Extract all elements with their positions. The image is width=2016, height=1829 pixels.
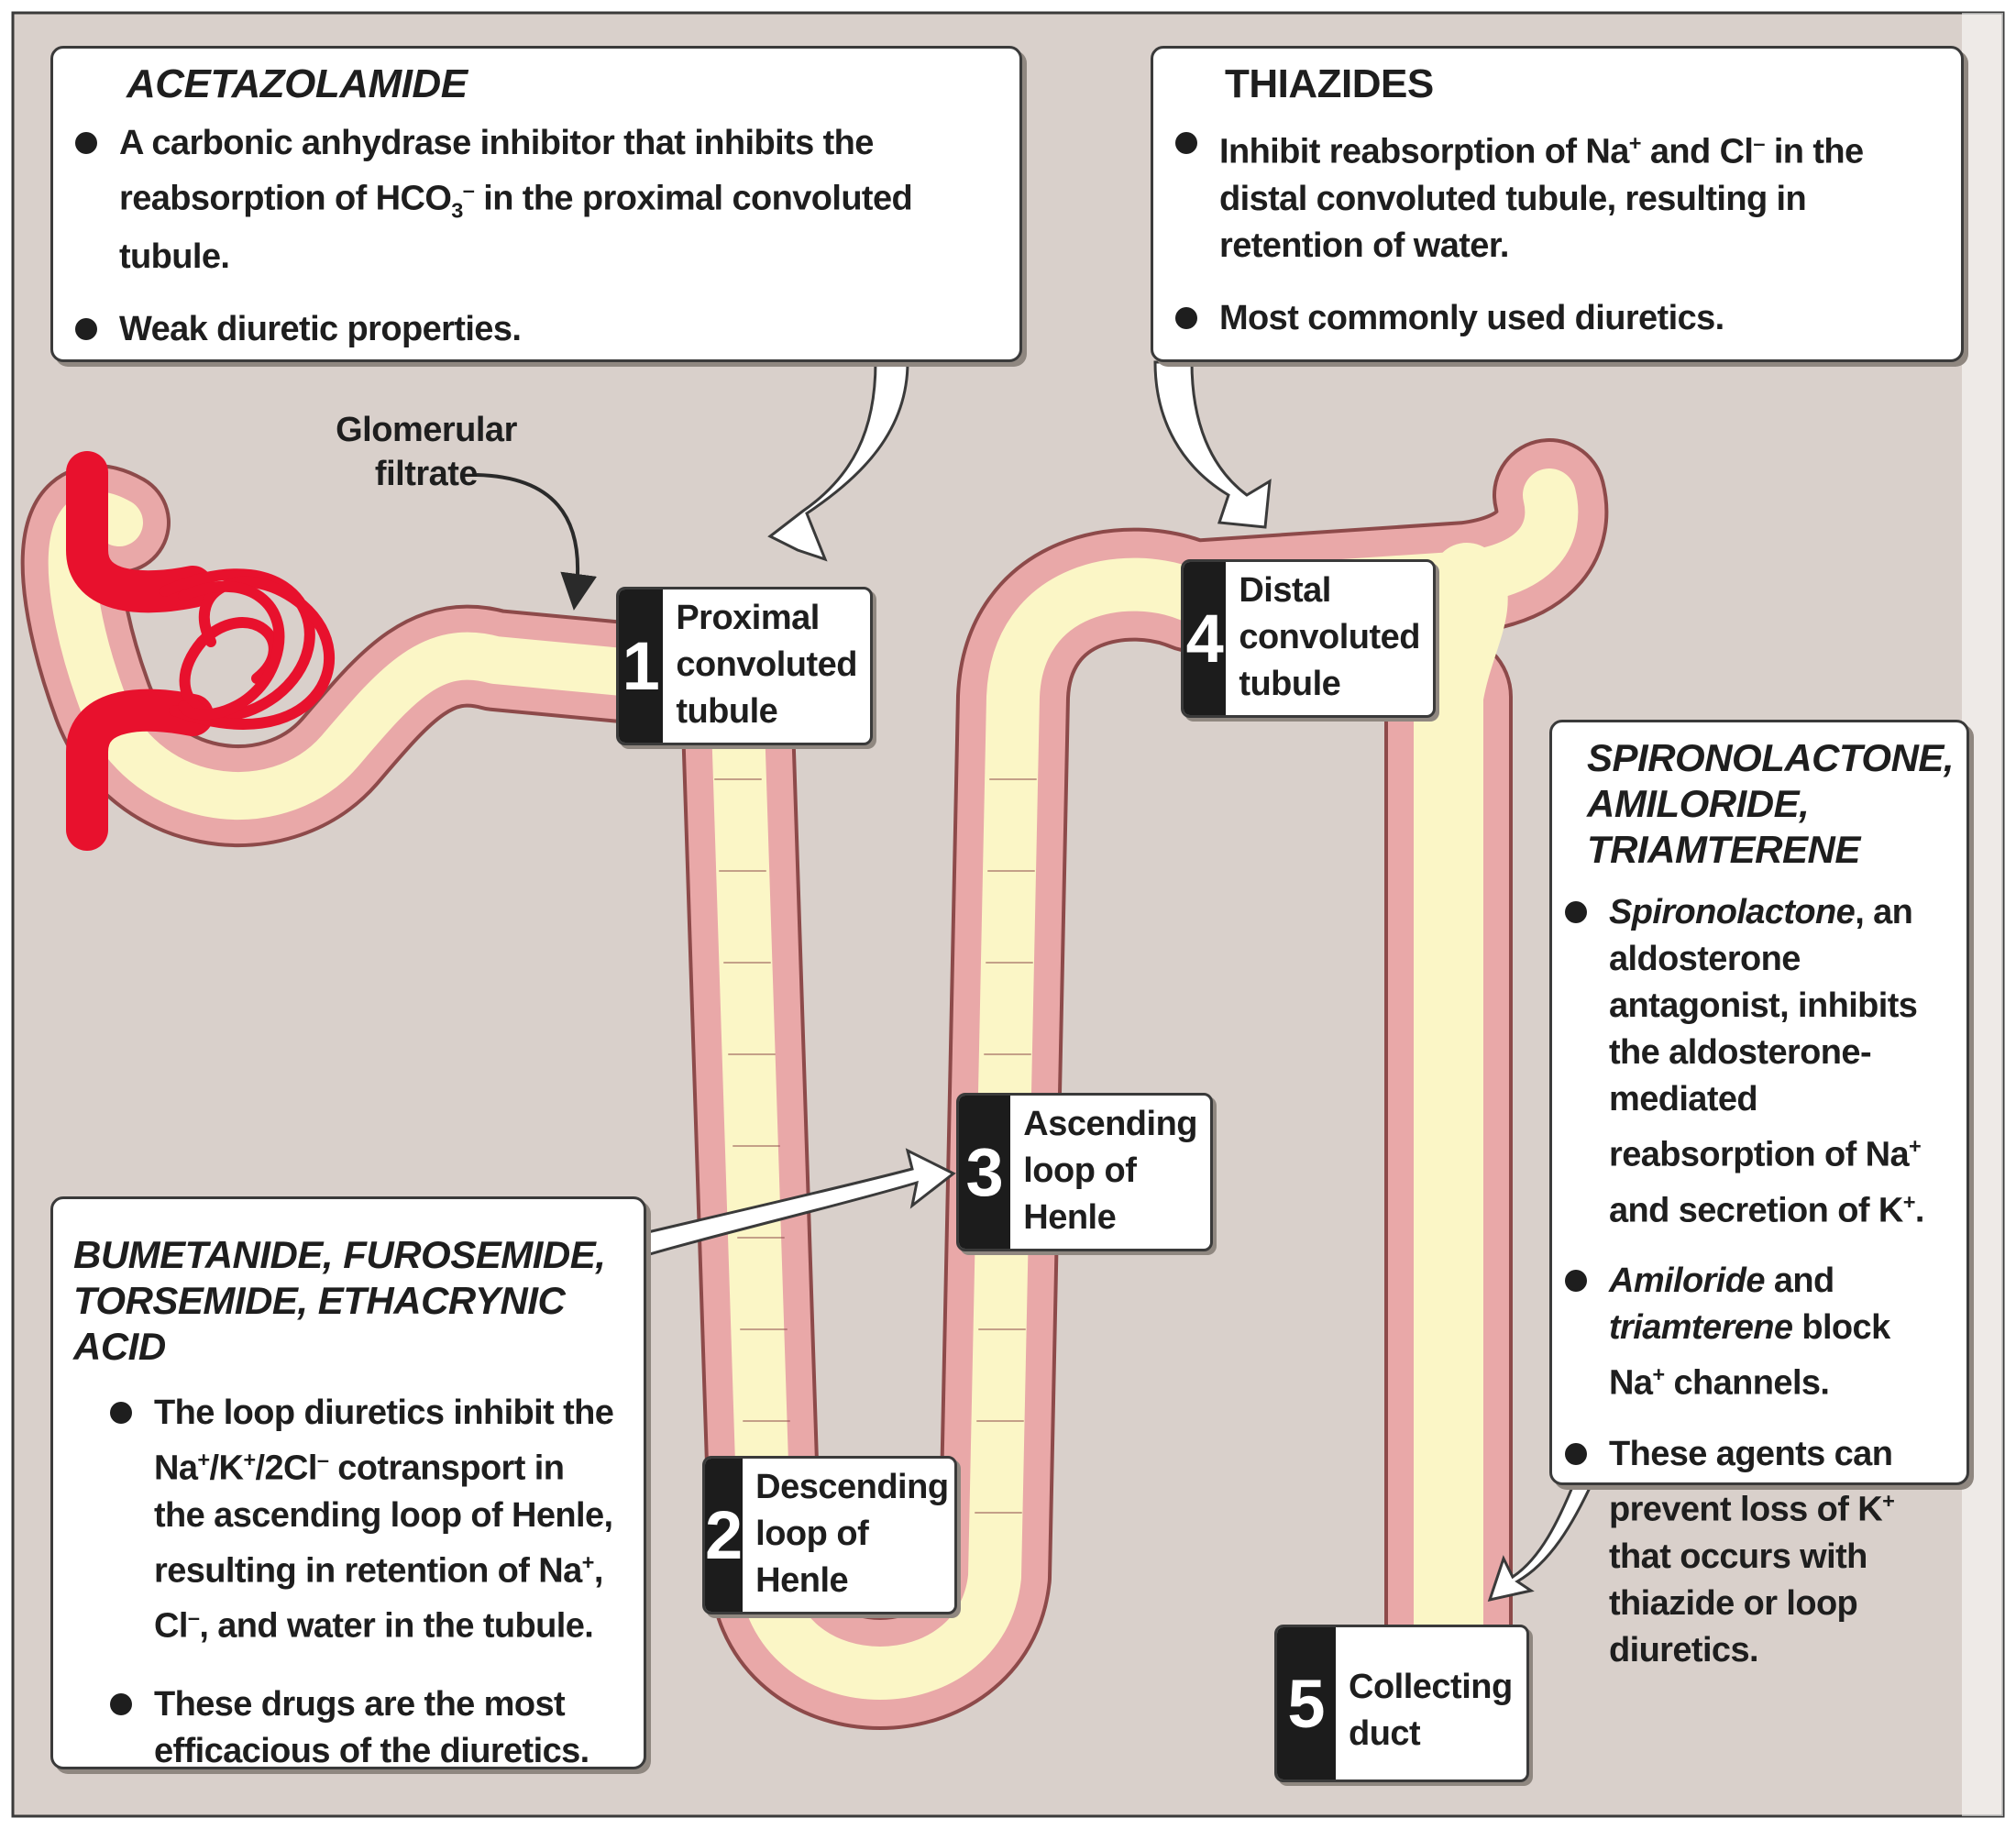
thiazides-box: THIAZIDES Inhibit reabsorption of Na+ an… bbox=[1151, 46, 1964, 362]
bullet-dot bbox=[75, 318, 97, 340]
segment-number: 2 bbox=[705, 1459, 743, 1612]
bullet-dot bbox=[1175, 132, 1197, 154]
loop-diuretics-bullet-1: The loop diuretics inhibit the Na+/K+/2C… bbox=[110, 1390, 623, 1650]
segment-text: Descending loop of Henle bbox=[743, 1459, 961, 1612]
thiazides-title: THIAZIDES bbox=[1175, 61, 1939, 107]
acetazolamide-bullet-1: A carbonic anhydrase inhibitor that inhi… bbox=[75, 120, 997, 281]
segment-text: Proximal convoluted tubule bbox=[663, 589, 870, 743]
segment-number: 5 bbox=[1277, 1627, 1336, 1779]
spiro-title-line1: SPIRONOLACTONE, bbox=[1587, 735, 1954, 781]
thiazides-bullet-2: Most commonly used diuretics. bbox=[1175, 295, 1939, 342]
spiro-bullet-2: Amiloride and triamterene block Na+ chan… bbox=[1565, 1258, 1954, 1407]
segment-text: Collecting duct bbox=[1336, 1627, 1526, 1779]
segment-text: Ascending loop of Henle bbox=[1010, 1096, 1210, 1249]
spironolactone-box: SPIRONOLACTONE, AMILORIDE, TRIAMTERENE S… bbox=[1549, 720, 1969, 1485]
acetazolamide-title: ACETAZOLAMIDE bbox=[75, 61, 997, 107]
segment-label-distal-tubule: 4 Distal convoluted tubule bbox=[1181, 559, 1436, 718]
thiazides-bullet-1: Inhibit reabsorption of Na+ and Cl– in t… bbox=[1175, 120, 1939, 270]
loop-diuretics-title-line1: BUMETANIDE, FUROSEMIDE, bbox=[73, 1232, 623, 1278]
acetazolamide-bullet-2: Weak diuretic properties. bbox=[75, 306, 997, 353]
loop-diuretics-bullet-2: These drugs are the most efficacious of … bbox=[110, 1681, 623, 1775]
segment-text: Distal convoluted tubule bbox=[1226, 562, 1433, 715]
segment-label-descending-loop: 2 Descending loop of Henle bbox=[702, 1456, 957, 1614]
bullet-dot bbox=[1565, 1443, 1587, 1465]
spiro-bullet-3: These agents can prevent loss of K+ that… bbox=[1565, 1431, 1954, 1674]
loop-diuretics-title-line2: TORSEMIDE, ETHACRYNIC ACID bbox=[73, 1278, 623, 1370]
bullet-dot bbox=[75, 132, 97, 154]
bullet-dot bbox=[1565, 901, 1587, 923]
loop-diuretics-box: BUMETANIDE, FUROSEMIDE, TORSEMIDE, ETHAC… bbox=[50, 1196, 646, 1769]
segment-label-ascending-loop: 3 Ascending loop of Henle bbox=[956, 1093, 1213, 1251]
segment-number: 1 bbox=[619, 589, 663, 743]
spiro-bullet-1: Spironolactone, an aldosterone antagonis… bbox=[1565, 889, 1954, 1234]
bullet-dot bbox=[110, 1693, 132, 1715]
bullet-dot bbox=[110, 1402, 132, 1424]
segment-number: 3 bbox=[959, 1096, 1010, 1249]
bullet-dot bbox=[1565, 1270, 1587, 1292]
spiro-title-line2: AMILORIDE, bbox=[1587, 781, 1954, 827]
spiro-title-line3: TRIAMTERENE bbox=[1587, 827, 1954, 873]
segment-number: 4 bbox=[1184, 562, 1226, 715]
acetazolamide-box: ACETAZOLAMIDE A carbonic anhydrase inhib… bbox=[50, 46, 1022, 362]
bullet-dot bbox=[1175, 307, 1197, 329]
glomerular-filtrate-label: Glomerular filtrate bbox=[335, 408, 518, 496]
segment-label-collecting-duct: 5 Collecting duct bbox=[1274, 1625, 1529, 1782]
segment-label-proximal-tubule: 1 Proximal convoluted tubule bbox=[616, 587, 873, 745]
